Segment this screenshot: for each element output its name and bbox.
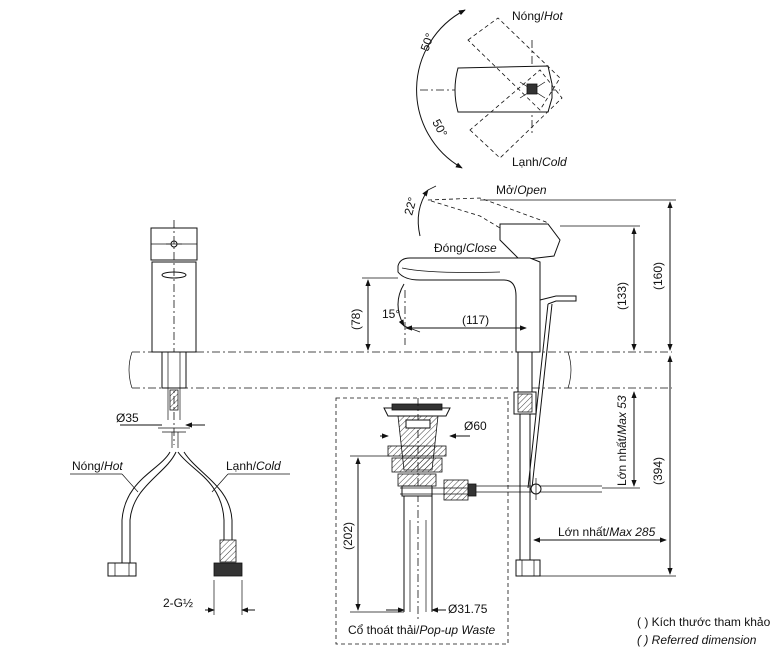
dim-max53-label: Lớn nhất/Max 53 bbox=[615, 395, 629, 486]
handle-closed bbox=[499, 223, 561, 261]
top-cold-label: Lạnh/Cold bbox=[512, 155, 567, 169]
handle-top-cold-dashed bbox=[469, 69, 563, 159]
open-label: Mở/Open bbox=[496, 183, 547, 197]
dim-202-label: (202) bbox=[341, 522, 355, 550]
dim-78-label: (78) bbox=[349, 309, 363, 330]
handle-top-solid bbox=[454, 65, 553, 113]
hose-hot-label: Nóng/Hot bbox=[72, 459, 123, 473]
angle-spout-label: 15° bbox=[382, 307, 400, 321]
hoses: Nóng/Hot Lạnh/Cold 2-G½ bbox=[70, 451, 290, 615]
hose-hot bbox=[121, 451, 171, 568]
hose-cold-label: Lạnh/Cold bbox=[226, 459, 281, 473]
dim-133-label: (133) bbox=[615, 282, 629, 310]
waste-frame bbox=[335, 397, 509, 645]
side-nut bbox=[515, 559, 541, 577]
top-view: Nóng/Hot Lạnh/Cold 50° 50° bbox=[416, 9, 567, 169]
dim-160-label: (160) bbox=[651, 262, 665, 290]
dim-60-label: Ø60 bbox=[464, 419, 487, 433]
note-reference-vi: ( ) Kích thước tham khảo bbox=[637, 615, 771, 629]
angle-open-label: 22° bbox=[401, 195, 419, 216]
cold-fitting bbox=[219, 539, 237, 563]
hose-cold bbox=[177, 451, 225, 540]
angle-top-label: 50° bbox=[418, 31, 437, 53]
note-reference-en: ( ) Referred dimension bbox=[637, 633, 757, 647]
front-view: Ø35 bbox=[116, 220, 205, 448]
side-view: 22° Mở/Open Đóng/Close 15° (78) (117) (1… bbox=[349, 183, 676, 577]
dim-3175-label: Ø31.75 bbox=[448, 602, 488, 616]
rotation-arc bbox=[416, 9, 466, 169]
faucet-body bbox=[397, 257, 541, 353]
top-hot-label: Nóng/Hot bbox=[512, 9, 563, 23]
dim-max285-label: Lớn nhất/Max 285 bbox=[558, 525, 656, 539]
counter-top bbox=[128, 351, 672, 389]
waste-label: Cổ thoát thải/Pop-up Waste bbox=[348, 623, 496, 637]
thread-label: 2-G½ bbox=[163, 596, 193, 610]
handle-open-dashed bbox=[427, 197, 553, 245]
close-label: Đóng/Close bbox=[434, 241, 497, 255]
handle-top-hot-dashed bbox=[467, 17, 561, 111]
dim-35-label: Ø35 bbox=[116, 411, 139, 425]
cold-nut bbox=[213, 562, 243, 577]
angle-bottom-label: 50° bbox=[429, 117, 450, 140]
hot-nut bbox=[107, 562, 137, 577]
dim-117-label: (117) bbox=[462, 313, 489, 327]
popup-waste: Ø60 (202) Ø31.75 Cổ thoát thải/Pop-up Wa… bbox=[335, 397, 509, 645]
dim-394-label: (394) bbox=[651, 457, 665, 485]
